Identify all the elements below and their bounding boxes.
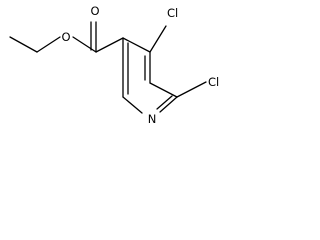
bond-c6-n-inner bbox=[156, 95, 173, 110]
bond-c4-cl bbox=[149, 25, 167, 53]
ester-oxygen-label: O bbox=[61, 30, 70, 44]
ring-nitrogen-label: N bbox=[148, 112, 157, 126]
bond-carbonyl-ring bbox=[95, 37, 124, 53]
bond-ch3-ch2 bbox=[9, 36, 38, 53]
chlorine-label-4: Cl bbox=[167, 6, 178, 20]
carbonyl-oxygen-label: O bbox=[90, 4, 99, 18]
bond-c3-c4 bbox=[122, 37, 151, 53]
bond-ch2-o bbox=[36, 36, 61, 53]
chlorine-label-6: Cl bbox=[208, 75, 219, 89]
structure-diagram: O O N Cl Cl bbox=[9, 4, 219, 126]
bond-o-carbonyl bbox=[72, 36, 97, 53]
bond-c6-cl bbox=[176, 81, 207, 98]
bond-c5-c6 bbox=[149, 82, 178, 98]
bond-c6-n bbox=[159, 96, 178, 113]
bond-n-c2 bbox=[122, 96, 143, 114]
